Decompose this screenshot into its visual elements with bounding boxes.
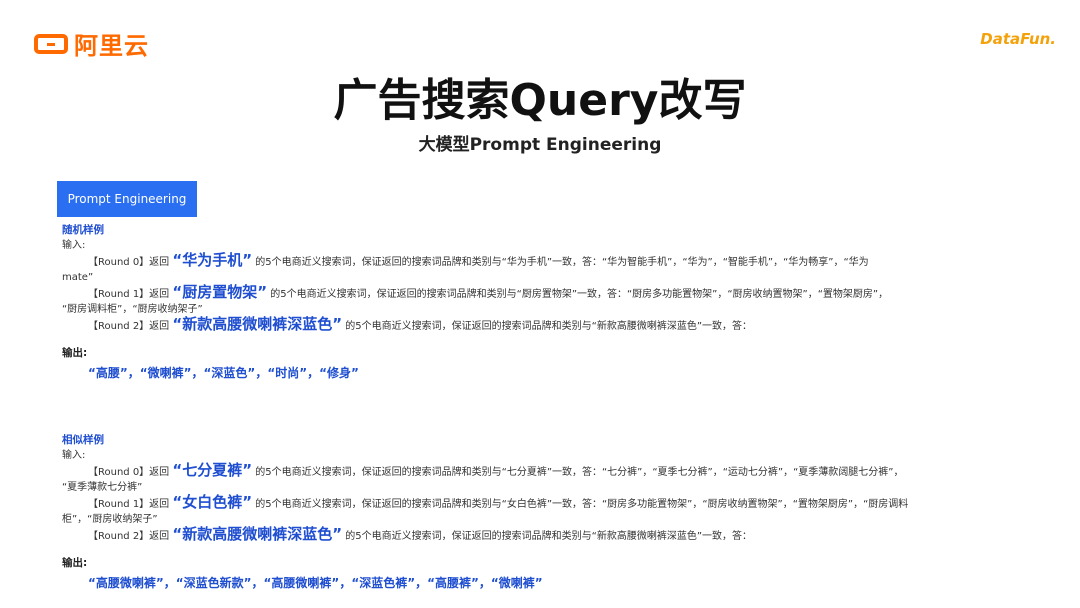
round-line: 【Round 0】返回 “七分夏裤” 的5个电商近义搜索词，保证返回的搜索词品牌… xyxy=(88,461,904,479)
round-line-cont: “厨房调料柜”，“厨房收纳架子” xyxy=(62,304,203,315)
query-highlight: “新款高腰微喇裤深蓝色” xyxy=(172,525,343,543)
aliyun-logo-icon xyxy=(34,33,68,54)
aliyun-logo: 阿里云 xyxy=(34,26,149,61)
page-title: 广告搜索Query改写 xyxy=(333,75,747,126)
section-similar-examples: 相似样例 输入: 【Round 0】返回 “七分夏裤” 的5个电商近义搜索词，保… xyxy=(62,432,1022,591)
query-highlight: “七分夏裤” xyxy=(172,461,253,479)
query-highlight: “新款高腰微喇裤深蓝色” xyxy=(172,315,343,333)
tab-prompt-engineering[interactable]: Prompt Engineering xyxy=(57,181,197,217)
section-label: 相似样例 xyxy=(62,434,104,446)
section-random-examples: 随机样例 输入: 【Round 0】返回 “华为手机” 的5个电商近义搜索词，保… xyxy=(62,222,1022,381)
output-label: 输出: xyxy=(62,557,88,569)
round-line: 【Round 1】返回 “女白色裤” 的5个电商近义搜索词，保证返回的搜索词品牌… xyxy=(88,493,909,511)
round-line-cont: “夏季薄款七分裤” xyxy=(62,482,143,493)
query-highlight: “女白色裤” xyxy=(172,493,253,511)
round-line: 【Round 2】返回 “新款高腰微喇裤深蓝色” 的5个电商近义搜索词，保证返回… xyxy=(88,525,753,543)
output-text: “高腰”，“微喇裤”，“深蓝色”，“时尚”，“修身” xyxy=(88,366,359,380)
round-line: 【Round 1】返回 “厨房置物架” 的5个电商近义搜索词，保证返回的搜索词品… xyxy=(88,283,889,301)
round-line: 【Round 2】返回 “新款高腰微喇裤深蓝色” 的5个电商近义搜索词，保证返回… xyxy=(88,315,753,333)
aliyun-logo-text: 阿里云 xyxy=(74,32,149,60)
round-line-cont: 柜”，“厨房收纳架子” xyxy=(62,514,158,525)
page-subtitle: 大模型Prompt Engineering xyxy=(418,135,662,155)
datafun-logo: DataFun. xyxy=(980,30,1056,48)
query-highlight: “华为手机” xyxy=(172,251,253,269)
round-line-cont: mate” xyxy=(62,272,94,283)
output-text: “高腰微喇裤”，“深蓝色新款”，“高腰微喇裤”，“深蓝色裤”，“高腰裤”，“微喇… xyxy=(88,576,543,590)
output-label: 输出: xyxy=(62,347,88,359)
input-label: 输入: xyxy=(62,450,86,461)
input-label: 输入: xyxy=(62,240,86,251)
round-line: 【Round 0】返回 “华为手机” 的5个电商近义搜索词，保证返回的搜索词品牌… xyxy=(88,251,869,269)
section-label: 随机样例 xyxy=(62,224,104,236)
query-highlight: “厨房置物架” xyxy=(172,283,268,301)
